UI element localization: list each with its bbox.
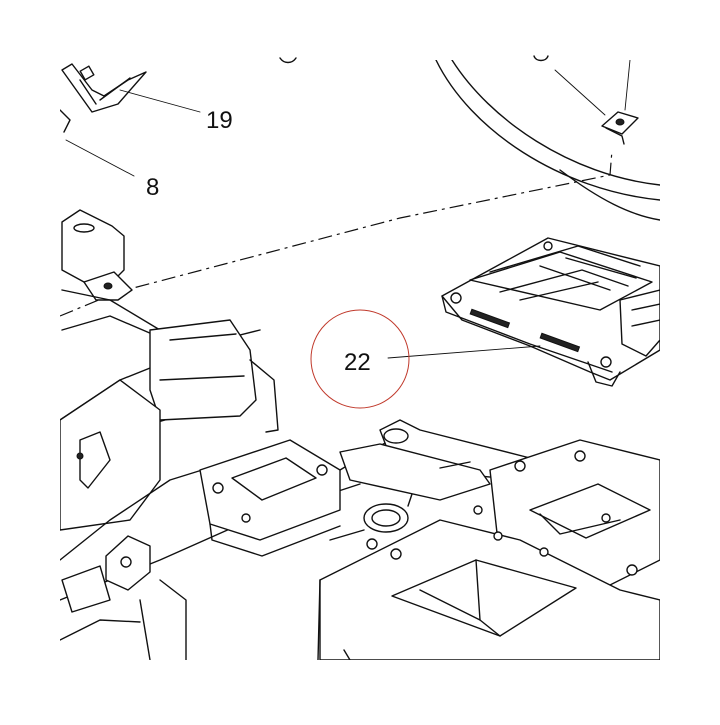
leader-line-22 [387,345,541,359]
bracket-part-19 [60,63,147,133]
mounting-bracket-left [61,209,181,347]
callout-22: 22 [344,349,371,376]
callout-8: 8 [146,174,159,201]
control-module-22 [441,237,660,387]
leader-line-8 [65,139,135,177]
lower-frame-section [317,505,660,660]
cropped-label-fragment-top [279,57,297,64]
lower-left-bracket [60,535,187,660]
alignment-axis-line [60,149,613,317]
frame-rails [60,319,361,601]
center-mount-plate [199,439,341,557]
cover-panel-outline [435,60,660,221]
callout-19: 19 [206,107,233,134]
linkage-arm [339,419,541,501]
leader-line-19 [119,89,201,113]
cropped-label-fragment-top-right [533,55,549,62]
callout-22-highlight-circle [310,309,410,409]
clip-fastener-top-right [554,60,639,145]
